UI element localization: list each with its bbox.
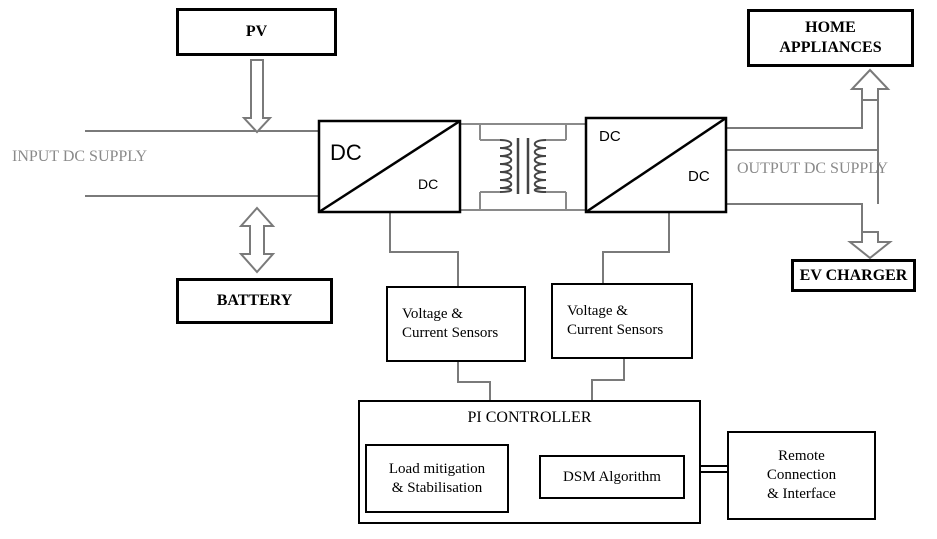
load-mitigation-line1: Load mitigation	[388, 460, 486, 477]
remote-line2: Connection	[766, 467, 837, 484]
sensors-left-line1: Voltage &	[402, 306, 463, 323]
load-mitigation-block: Load mitigation & Stabilisation	[365, 444, 509, 513]
remote-line3: & Interface	[767, 485, 836, 502]
pv-block: PV	[176, 8, 337, 56]
ev-charger-block: EV CHARGER	[791, 259, 916, 292]
sensors-right-to-controller	[591, 359, 625, 400]
battery-block: BATTERY	[176, 278, 333, 324]
home-appliances-block: HOME APPLIANCES	[747, 9, 914, 67]
sensors-left-block: Voltage & Current Sensors	[386, 286, 526, 362]
sensors-left-line2: Current Sensors	[402, 325, 499, 341]
ev-arrow	[847, 231, 893, 260]
sensors-right-line1: Voltage &	[567, 303, 628, 320]
battery-label: BATTERY	[216, 292, 293, 309]
battery-arrow	[238, 206, 276, 274]
output-bus-top	[726, 85, 863, 129]
ev-charger-label: EV CHARGER	[799, 266, 908, 284]
converter-1-input-label: DC	[330, 140, 362, 165]
output-supply-label: OUTPUT DC SUPPLY	[737, 160, 889, 177]
dsm-algorithm-block: DSM Algorithm	[539, 455, 685, 499]
converter-1-diagonal	[318, 119, 461, 214]
conv1-to-sensors	[389, 212, 459, 286]
input-supply-label: INPUT DC SUPPLY	[12, 148, 148, 165]
sensors-left-to-controller	[457, 362, 491, 400]
remote-line1: Remote	[778, 448, 825, 465]
dsm-algorithm-label: DSM Algorithm	[563, 468, 661, 485]
pv-arrow	[241, 59, 273, 134]
transformer-icon	[499, 138, 547, 194]
remote-connection-block: Remote Connection & Interface	[727, 431, 876, 520]
conv2-to-sensors	[602, 212, 670, 283]
home-label: HOME	[805, 19, 856, 36]
home-arrow	[849, 68, 891, 101]
transformer-links	[460, 123, 586, 211]
sensors-right-block: Voltage & Current Sensors	[551, 283, 693, 359]
converter-2-diagonal	[585, 116, 727, 214]
load-mitigation-line2: & Stabilisation	[391, 479, 483, 496]
converter-2-input-label: DC	[599, 128, 621, 145]
converter-2-output-label: DC	[688, 168, 710, 185]
pv-label: PV	[245, 23, 268, 40]
sensors-right-line2: Current Sensors	[567, 322, 664, 338]
pi-controller-label: PI CONTROLLER	[467, 409, 592, 426]
appliances-label: APPLIANCES	[779, 39, 882, 56]
output-bus-bottom	[726, 203, 863, 246]
converter-1-output-label: DC	[418, 176, 439, 192]
